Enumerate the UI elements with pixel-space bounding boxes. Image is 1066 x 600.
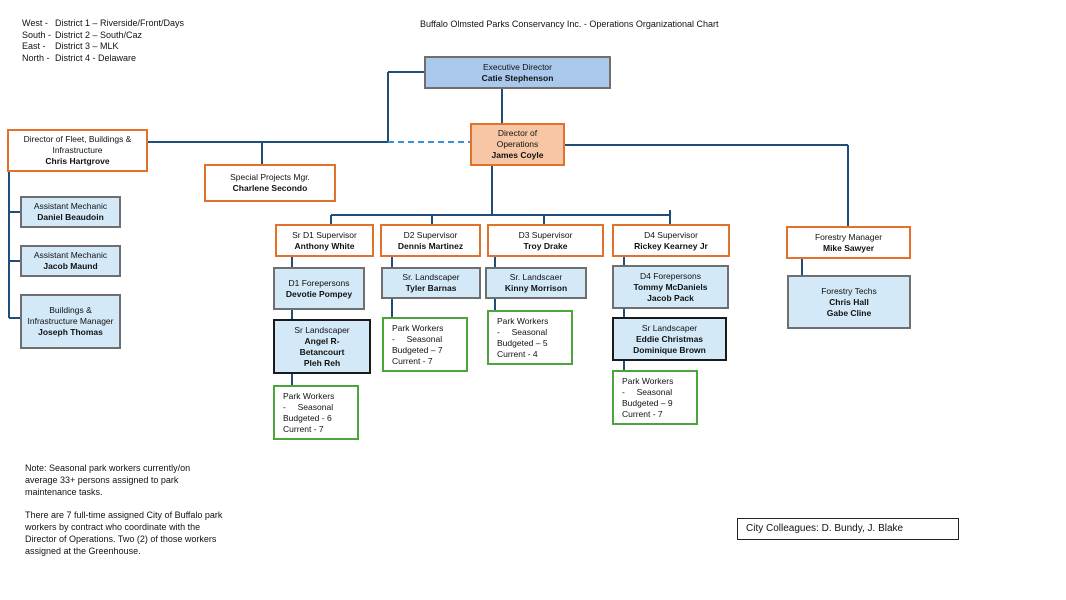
node-d3-supervisor: D3 Supervisor Troy Drake	[487, 224, 604, 257]
district-legend: West -District 1 – Riverside/Front/Days …	[22, 18, 184, 64]
node-d2-park-workers: Park Workers - Seasonal Budgeted – 7 Cur…	[382, 317, 468, 372]
chart-title: Buffalo Olmsted Parks Conservancy Inc. -…	[420, 19, 719, 29]
node-d4-forepersons: D4 Forepersons Tommy McDaniels Jacob Pac…	[612, 265, 729, 309]
note-seasonal: Note: Seasonal park workers currently/on…	[25, 463, 191, 497]
note-city-workers: There are 7 full-time assigned City of B…	[25, 510, 223, 556]
node-d2-supervisor: D2 Supervisor Dennis Martinez	[380, 224, 481, 257]
node-d1-supervisor: Sr D1 Supervisor Anthony White	[275, 224, 374, 257]
node-d1-park-workers: Park Workers - Seasonal Budgeted - 6 Cur…	[273, 385, 359, 440]
legend-row-west: West -District 1 – Riverside/Front/Days	[22, 18, 185, 28]
node-director-operations: Director of Operations James Coyle	[470, 123, 565, 166]
node-d1-forepersons: D1 Forepersons Devotie Pompey	[273, 267, 365, 310]
node-d4-park-workers: Park Workers - Seasonal Budgeted – 9 Cur…	[612, 370, 698, 425]
node-forestry-techs: Forestry Techs Chris Hall Gabe Cline	[787, 275, 911, 329]
node-buildings-manager: Buildings & Infrastructure Manager Josep…	[20, 294, 121, 349]
city-colleagues-box: City Colleagues: D. Bundy, J. Blake	[737, 518, 959, 540]
node-d2-sr-landscaper: Sr. Landscaper Tyler Barnas	[381, 267, 481, 299]
node-executive-director: Executive Director Catie Stephenson	[424, 56, 611, 89]
node-d4-supervisor: D4 Supervisor Rickey Kearney Jr	[612, 224, 730, 257]
node-d3-sr-landscaper: Sr. Landscaer Kinny Morrison	[485, 267, 587, 299]
node-d1-sr-landscaper: Sr Landscaper Angel R- Betancourt Pleh R…	[273, 319, 371, 374]
node-director-fleet: Director of Fleet, Buildings & Infrastru…	[7, 129, 148, 172]
node-assistant-mechanic-2: Assistant Mechanic Jacob Maund	[20, 245, 121, 277]
node-d4-sr-landscaper: Sr Landscaper Eddie Christmas Dominique …	[612, 317, 727, 361]
legend-row-north: North -District 4 - Delaware	[22, 52, 137, 63]
node-special-projects-manager: Special Projects Mgr. Charlene Secondo	[204, 164, 336, 202]
node-forestry-manager: Forestry Manager Mike Sawyer	[786, 226, 911, 259]
node-assistant-mechanic-1: Assistant Mechanic Daniel Beaudoin	[20, 196, 121, 228]
legend-row-south: South -District 2 – South/Caz	[22, 29, 143, 40]
notes-block: Note: Seasonal park workers currently/on…	[25, 462, 225, 568]
node-d3-park-workers: Park Workers - Seasonal Budgeted – 5 Cur…	[487, 310, 573, 365]
legend-row-east: East -District 3 – MLK	[22, 41, 119, 51]
